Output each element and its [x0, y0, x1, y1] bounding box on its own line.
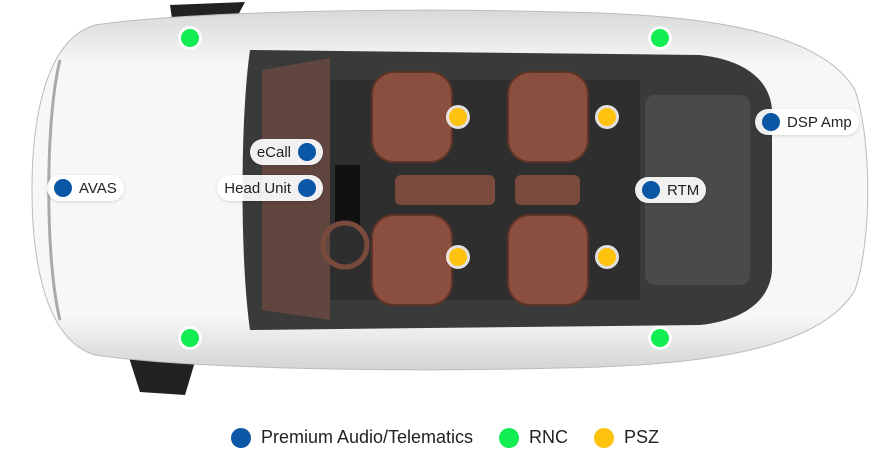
rnc-dot-rear-left	[651, 29, 669, 47]
legend-dot	[594, 427, 615, 448]
rnc-dot-rear-right	[651, 329, 669, 347]
seat-rear-left	[507, 71, 589, 163]
avas-text: AVAS	[79, 179, 117, 197]
rnc-dot-front-left	[181, 29, 199, 47]
car-top-view	[31, 2, 869, 395]
rnc-dot-front-right	[181, 329, 199, 347]
seat-rear-right	[507, 214, 589, 306]
rtm-label: RTM	[635, 177, 707, 203]
legend-item-rnc: RNC	[499, 427, 568, 448]
audio-dot	[762, 113, 780, 131]
center-console	[395, 175, 495, 205]
rtm-text: RTM	[667, 181, 700, 199]
legend-dot	[230, 427, 251, 448]
dsp-amp-label: DSP Amp	[755, 109, 859, 135]
ecall-text: eCall	[256, 143, 291, 161]
legend-item-audio: Premium Audio/Telematics	[230, 427, 474, 448]
legend: Premium Audio/Telematics RNC PSZ	[0, 427, 890, 448]
audio-dot	[54, 179, 72, 197]
seats	[371, 71, 589, 306]
dsp-amp-text: DSP Amp	[787, 113, 852, 131]
audio-dot	[298, 179, 316, 197]
head-unit-text: Head Unit	[224, 179, 291, 197]
psz-dot-3	[449, 248, 467, 266]
legend-dot	[499, 427, 520, 448]
legend-label: PSZ	[624, 427, 660, 447]
legend-item-psz: PSZ	[594, 427, 659, 448]
avas-label: AVAS	[47, 175, 124, 201]
psz-dot-1	[449, 108, 467, 126]
audio-dot	[642, 181, 660, 199]
psz-dot-2	[598, 108, 616, 126]
seat-front-left	[371, 71, 453, 163]
psz-dot-4	[598, 248, 616, 266]
legend-label: RNC	[529, 427, 569, 447]
legend-label: Premium Audio/Telematics	[260, 427, 474, 447]
ecall-label: eCall	[249, 139, 323, 165]
head-unit-label: Head Unit	[217, 175, 323, 201]
steering-wheel	[320, 220, 370, 270]
audio-dot	[298, 143, 316, 161]
seat-front-right	[371, 214, 453, 306]
